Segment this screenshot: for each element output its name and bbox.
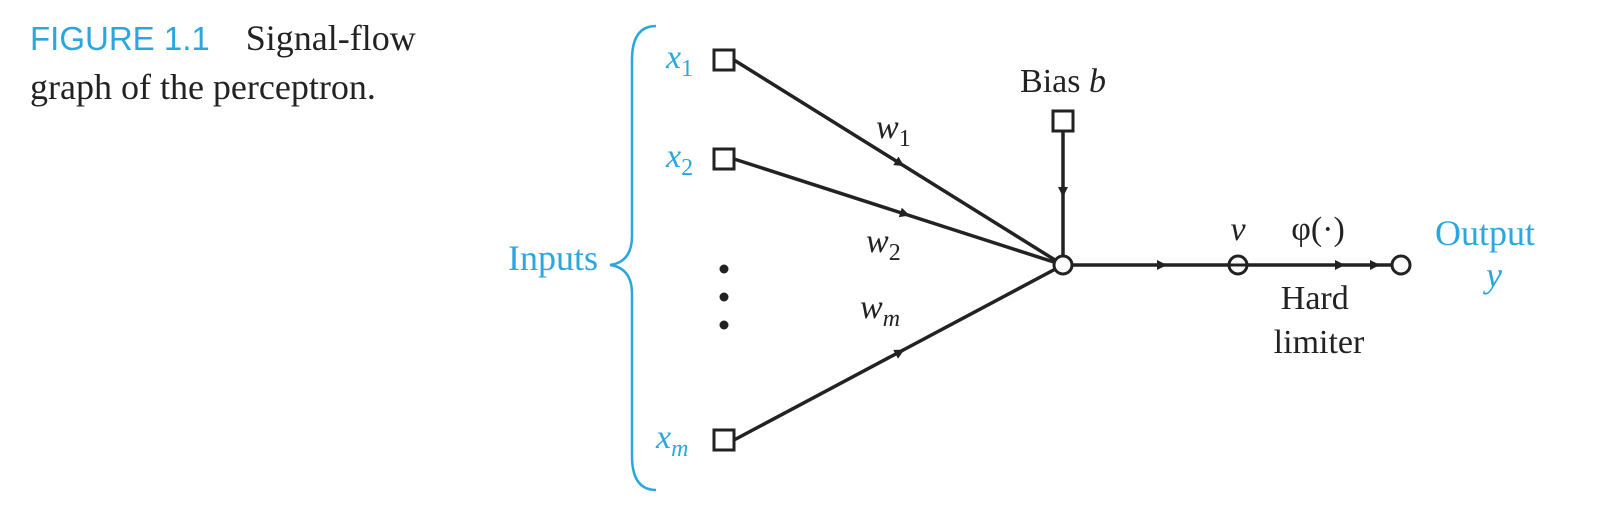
output-label: Output y	[1435, 213, 1544, 295]
edge-w1	[733, 58, 1064, 267]
hard-limiter-label: Hard limiter	[1274, 280, 1365, 361]
figure-label: FIGURE 1.1	[30, 20, 210, 57]
input-node-x2	[712, 147, 736, 171]
induced-field-label: v	[1230, 211, 1246, 248]
activation-label: φ(·)	[1291, 211, 1345, 248]
edge-wm	[733, 263, 1064, 442]
input-label-x2: x2	[665, 138, 693, 181]
bias-label: Bias b	[1020, 63, 1106, 100]
summing-junction-node	[1052, 254, 1074, 276]
figure-caption-text: Signal-flow graph of the perceptron.	[30, 18, 416, 107]
inputs-brace	[609, 24, 657, 492]
ellipsis-dot	[719, 264, 729, 274]
bias-node	[1051, 109, 1075, 133]
input-node-x1	[712, 48, 736, 72]
input-label-x1: x1	[665, 39, 693, 82]
weight-label-w2: w2	[866, 223, 901, 266]
ellipsis-dot	[719, 292, 729, 302]
edge-w2	[733, 157, 1064, 267]
inputs-label: Inputs	[508, 238, 598, 278]
input-label-xm: xm	[655, 419, 688, 462]
weight-label-wm: wm	[860, 289, 900, 332]
input-node-xm	[712, 428, 736, 452]
ellipsis-dot	[719, 320, 729, 330]
output-node	[1390, 254, 1412, 276]
weight-label-w1: w1	[876, 109, 911, 152]
